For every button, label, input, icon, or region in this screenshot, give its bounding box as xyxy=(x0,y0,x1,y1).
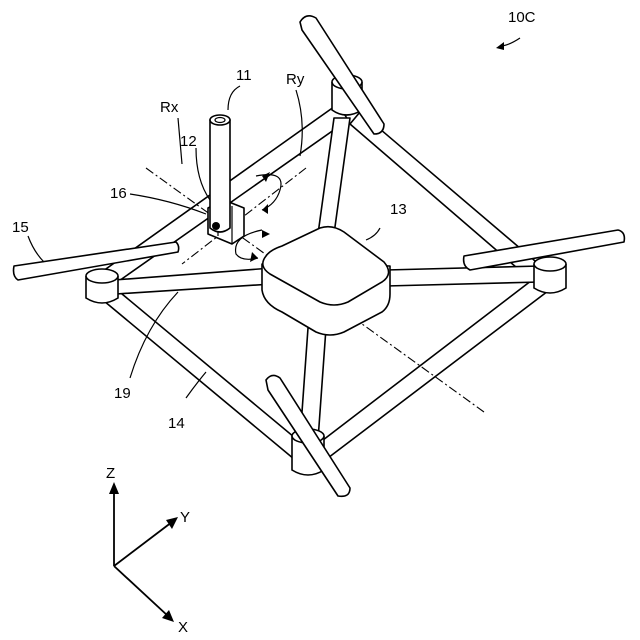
label-frame: 14 xyxy=(168,415,185,432)
z-axis-arrow xyxy=(109,482,119,494)
label-sensor-base: 12 xyxy=(180,133,197,150)
rx-arrow-head xyxy=(250,252,258,262)
label-body: 13 xyxy=(390,201,407,218)
leader-13 xyxy=(366,228,380,240)
label-mount: 16 xyxy=(110,185,127,202)
leader-15 xyxy=(28,236,44,262)
label-propeller: 15 xyxy=(12,219,29,236)
y-axis xyxy=(114,522,172,566)
coordinate-axes: Z Y X xyxy=(106,465,190,636)
arm-right xyxy=(386,266,540,286)
sensor-top xyxy=(210,115,230,125)
x-axis xyxy=(114,566,168,616)
axis-label-z: Z xyxy=(106,465,115,482)
sensor-cylinder xyxy=(210,120,230,232)
axis-label-y: Y xyxy=(180,509,190,526)
reference-labels: 10C 11 12 13 14 15 16 19 Rx Ry xyxy=(12,9,536,432)
rx-arrow-head-2 xyxy=(262,230,270,238)
leader-lines xyxy=(28,38,520,398)
hub-right-top xyxy=(534,257,566,271)
central-body xyxy=(262,227,390,335)
leader-10c-arrow xyxy=(496,42,504,50)
label-rx: Rx xyxy=(160,99,179,116)
hub-left-top xyxy=(86,269,118,283)
figure-label: 10C xyxy=(508,9,536,26)
label-ry: Ry xyxy=(286,71,305,88)
axis-label-x: X xyxy=(178,619,188,636)
label-connector: 19 xyxy=(114,385,131,402)
pivot-point xyxy=(212,222,220,230)
label-sensor: 11 xyxy=(236,67,252,84)
y-axis-arrow xyxy=(166,517,178,529)
propeller-left xyxy=(14,242,179,303)
arm-left xyxy=(114,268,272,294)
leader-12 xyxy=(196,148,210,200)
leader-11 xyxy=(228,86,240,110)
